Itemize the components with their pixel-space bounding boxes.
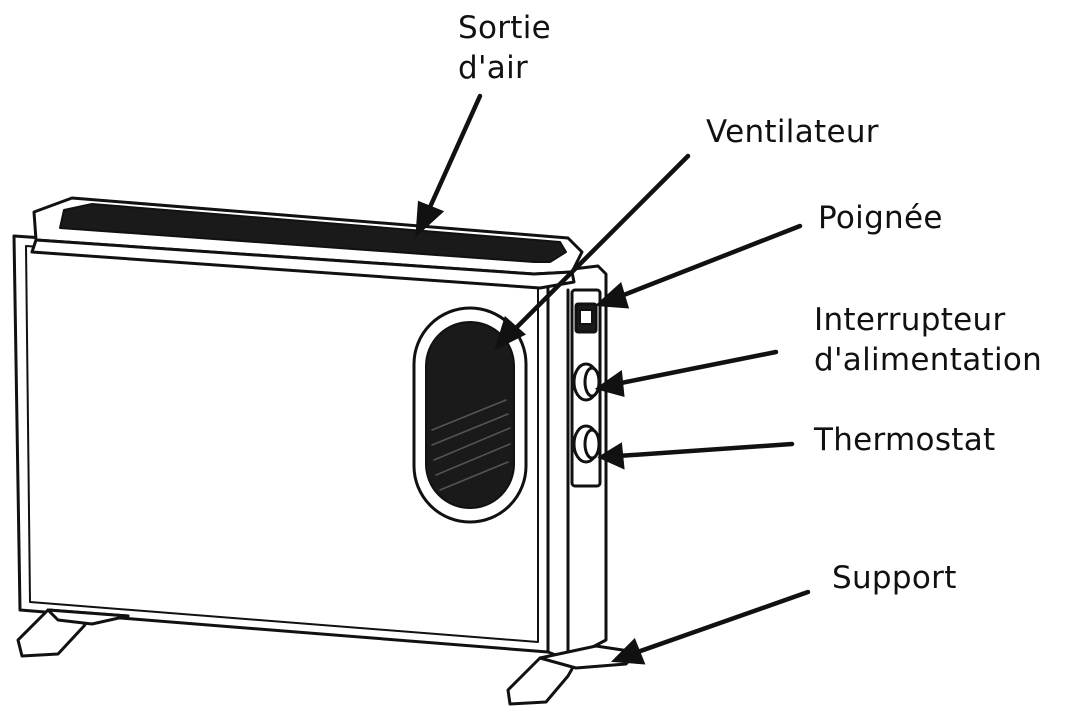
air-outlet-rim bbox=[30, 238, 576, 290]
arrow-interrupteur-head bbox=[594, 369, 625, 398]
arrow-interrupteur bbox=[613, 349, 779, 387]
label-air-outlet-line1: Sortie bbox=[458, 10, 552, 46]
arrow-thermostat-head bbox=[597, 442, 625, 470]
air-outlet-grille bbox=[59, 203, 567, 263]
label-air-outlet: Sortie d'air bbox=[458, 8, 551, 88]
thermostat-knob-face bbox=[583, 428, 601, 460]
arrow-ventilateur-head bbox=[494, 316, 527, 351]
arrow-sortie bbox=[423, 93, 483, 219]
label-fan: Ventilateur bbox=[706, 114, 879, 150]
label-power-switch-line2: d'alimentation bbox=[814, 342, 1043, 378]
label-power-switch-line1: Interrupteur bbox=[814, 302, 1006, 338]
arrow-sortie-head bbox=[415, 200, 445, 238]
label-power-switch: Interrupteur d'alimentation bbox=[814, 300, 1042, 380]
label-air-outlet-line2: d'air bbox=[458, 50, 529, 86]
label-handle: Poignée bbox=[818, 200, 943, 236]
handle-slot-inner bbox=[579, 309, 593, 325]
left-foot-top-plate bbox=[46, 608, 130, 626]
arrow-thermostat bbox=[615, 441, 795, 459]
arrow-poignee bbox=[613, 223, 803, 301]
arrow-support-head bbox=[610, 637, 646, 665]
arrow-support bbox=[629, 589, 811, 657]
arrow-ventilateur bbox=[505, 153, 691, 339]
label-support: Support bbox=[832, 560, 957, 596]
arrow-poignee-head bbox=[594, 281, 630, 309]
fan-hatch bbox=[431, 399, 511, 491]
label-thermostat: Thermostat bbox=[814, 422, 996, 458]
power-switch-knob-face bbox=[583, 366, 601, 398]
